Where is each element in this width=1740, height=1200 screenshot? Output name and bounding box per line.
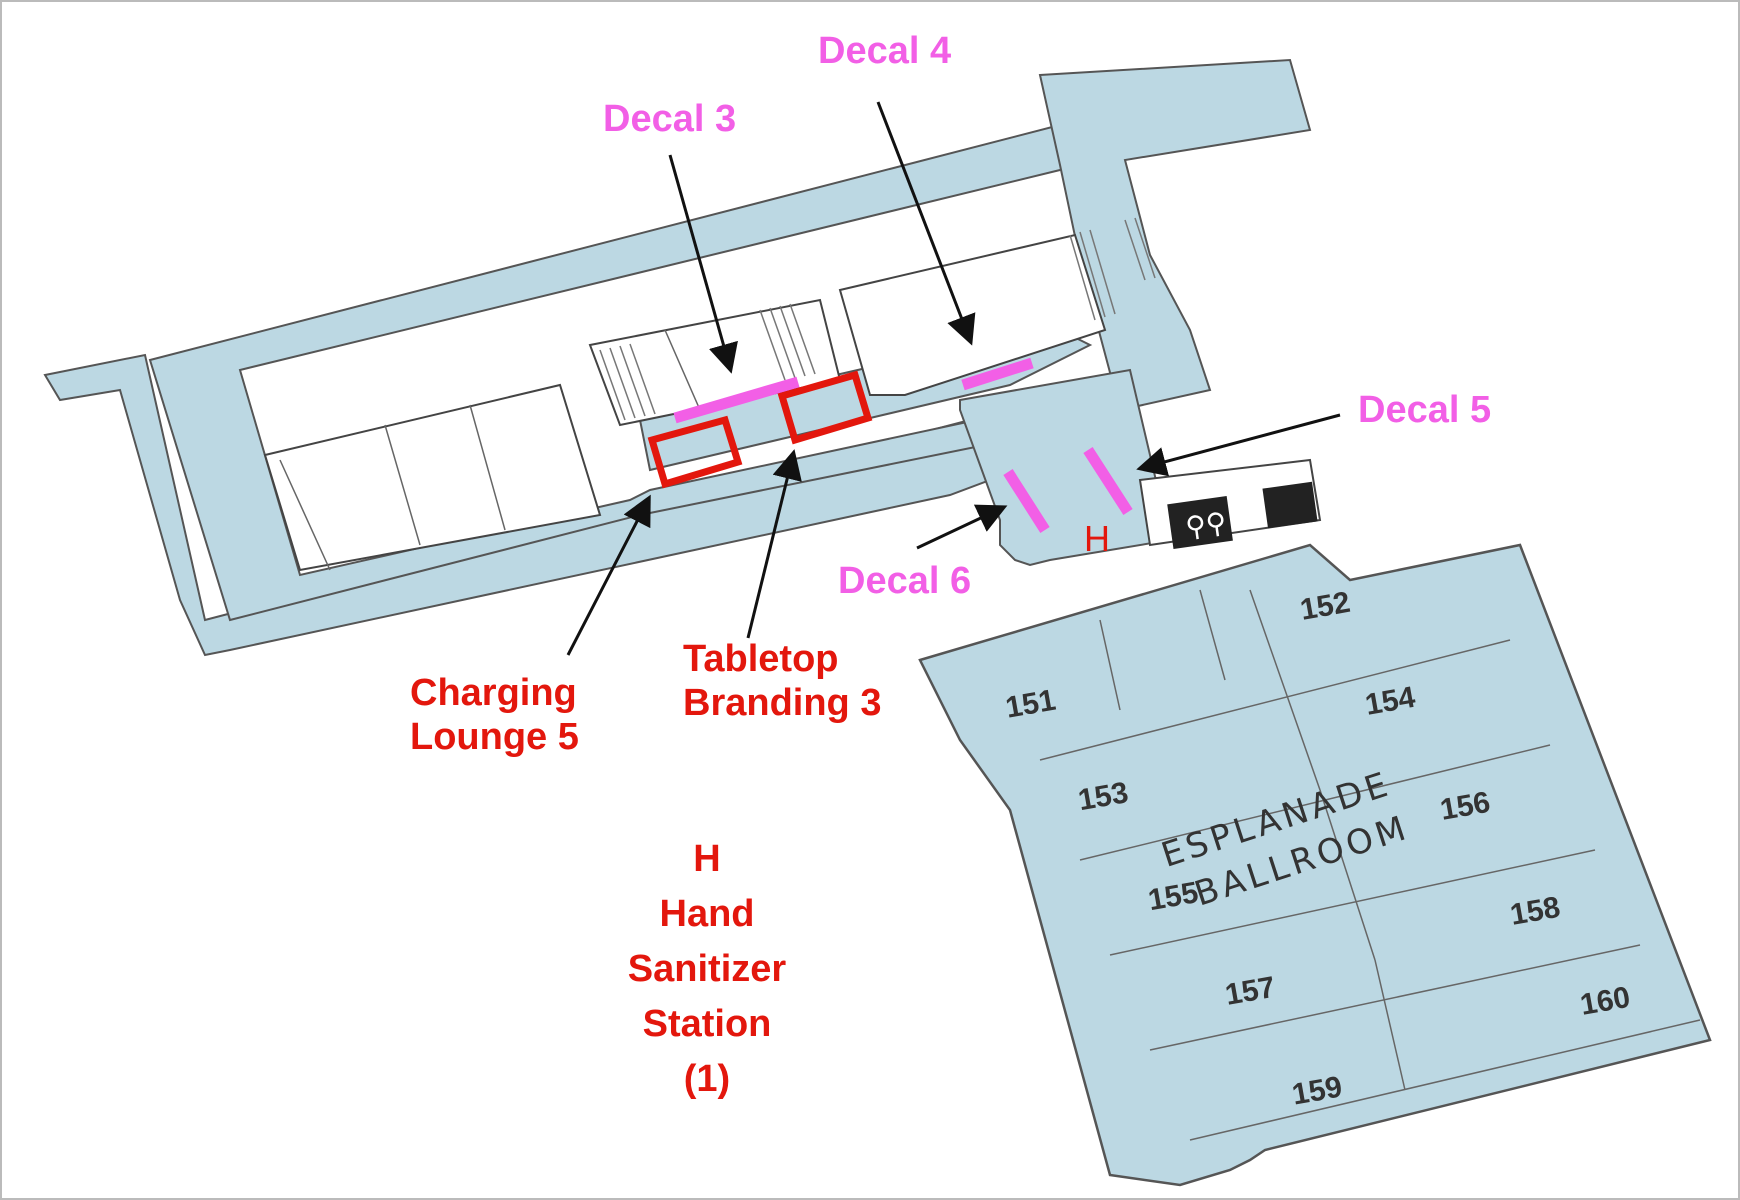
esplanade-ballroom: 151 152 153 154 155 156 157 158 159 160 … (918, 543, 1712, 1187)
label-charging-lounge: Charging Lounge 5 (410, 672, 579, 759)
arrow-decal-4 (876, 101, 976, 346)
decal-5-bar (1083, 447, 1133, 515)
arrow-tabletop-branding (746, 449, 802, 639)
decal-6-bar (1003, 469, 1050, 533)
hand-sanitizer-line4: Station (642, 1003, 772, 1046)
charging-lounge-line2: Lounge 5 (410, 715, 579, 758)
arrow-decal-3 (668, 154, 738, 374)
label-decal-3: Decal 3 (603, 98, 737, 140)
room-dividers (279, 329, 701, 571)
hand-sanitizer-line2: Hand (659, 893, 755, 936)
charging-lounge-box (647, 415, 743, 489)
arrow-charging-lounge (566, 494, 651, 656)
label-decal-5: Decal 5 (1358, 389, 1492, 431)
decal-markers (673, 357, 1133, 533)
callout-arrows (566, 101, 1341, 656)
tabletop-branding-box (777, 370, 873, 445)
stair-hatching (599, 217, 1156, 421)
hand-sanitizer-line1: H (693, 838, 721, 880)
decal-3-bar (673, 376, 800, 424)
svg-text:⚲⚲: ⚲⚲ (1183, 506, 1228, 544)
decal-4-bar (961, 357, 1034, 391)
label-decal-6: Decal 6 (838, 560, 972, 602)
arrow-decal-6 (916, 504, 1008, 550)
red-boxes (647, 370, 873, 489)
hand-sanitizer-line3: Sanitizer (627, 948, 787, 991)
tabletop-branding-line1: Tabletop (683, 638, 839, 680)
label-hand-sanitizer: H Hand Sanitizer Station (1) (602, 832, 812, 1107)
label-decal-4: Decal 4 (818, 30, 952, 72)
arrow-decal-5 (1136, 413, 1341, 477)
tabletop-branding-line2: Branding 3 (683, 681, 882, 724)
label-tabletop-branding: Tabletop Branding 3 (683, 638, 881, 725)
hand-sanitizer-line5: (1) (683, 1058, 731, 1101)
charging-lounge-line1: Charging (410, 672, 577, 714)
sanitizer-marker-h: H (1084, 518, 1110, 559)
restrooms: ⚲⚲ (1138, 458, 1322, 549)
